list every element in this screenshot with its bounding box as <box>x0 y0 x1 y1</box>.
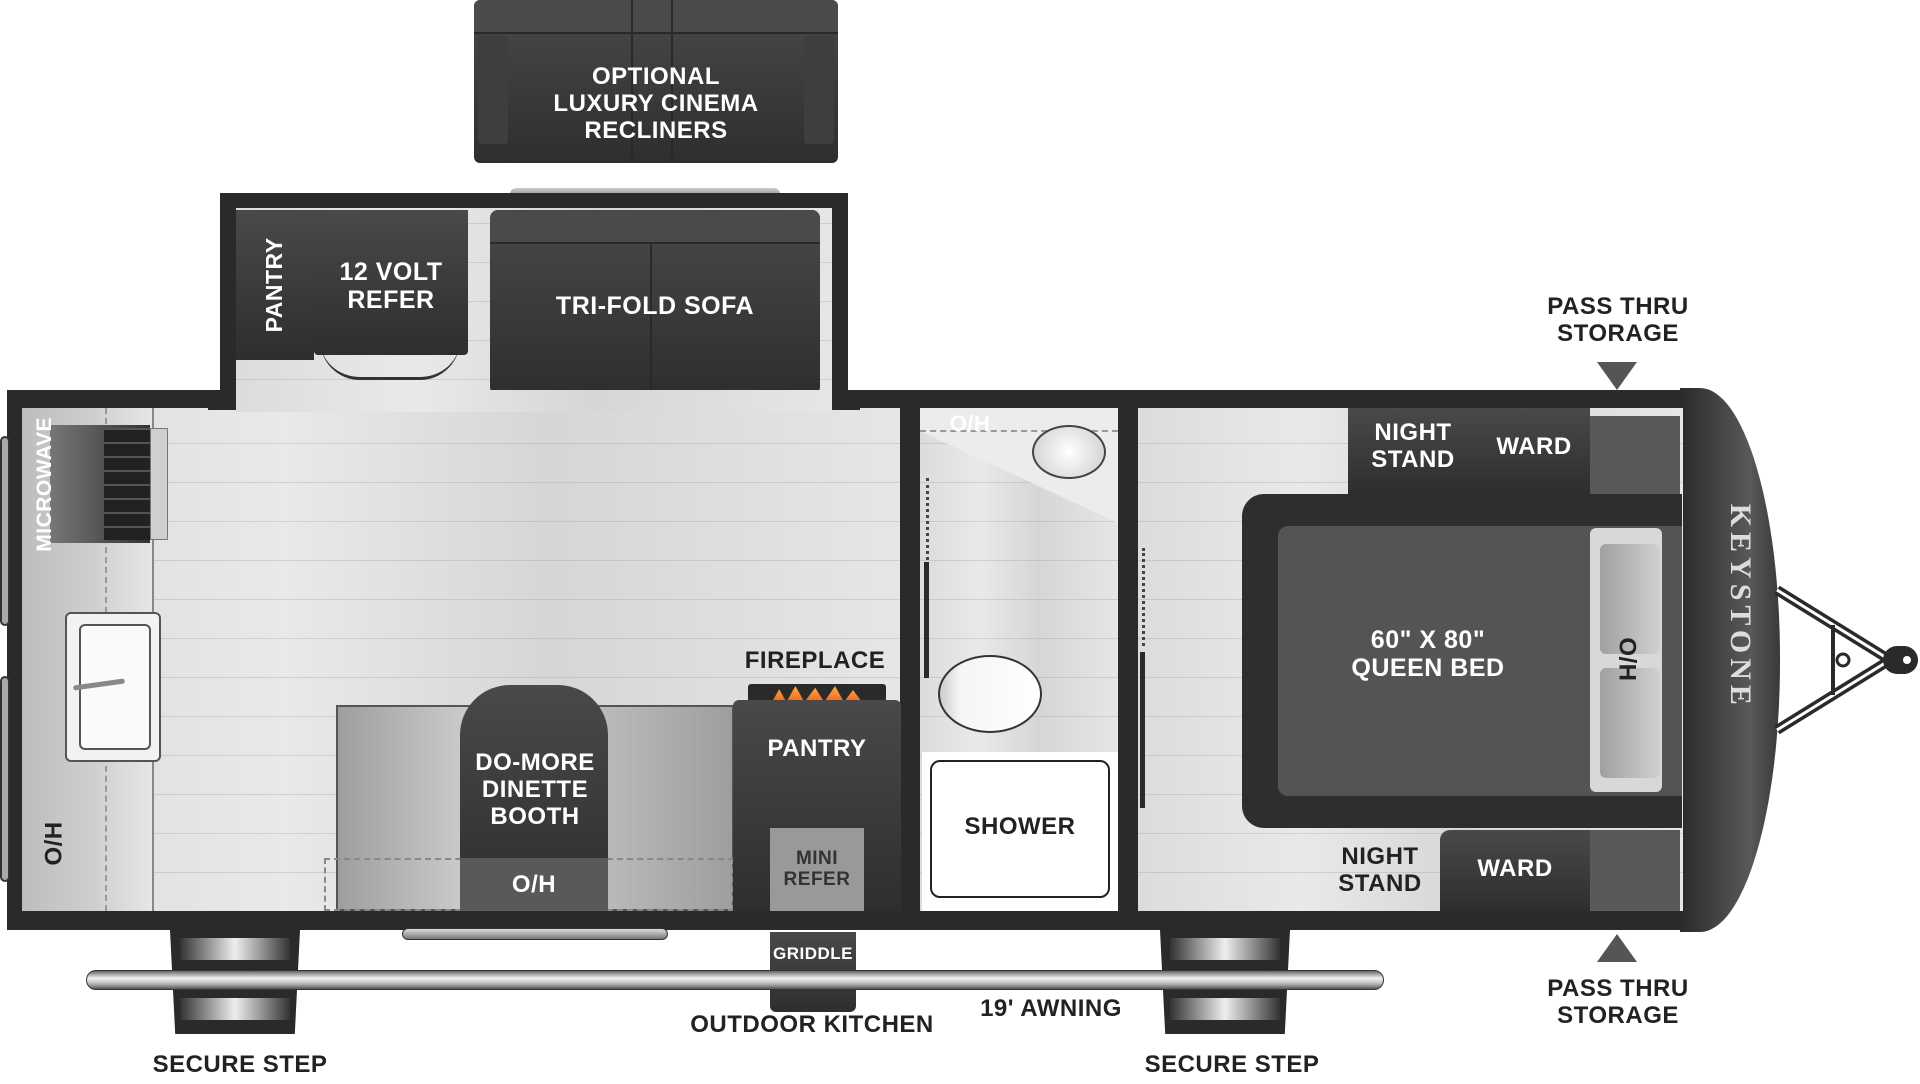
awning-roller <box>86 970 1384 990</box>
main-pantry: PANTRY MINI REFER <box>733 700 901 911</box>
microwave-label: MICROWAVE <box>33 416 57 552</box>
fireplace-label: FIREPLACE <box>744 647 886 674</box>
night-stand-bottom-label-1: NIGHT <box>1341 843 1419 870</box>
arrow-down-icon <box>1597 362 1637 390</box>
bed-oh-label: O/H <box>1613 637 1641 682</box>
secure-step-left-label: SECURE STEP <box>152 1051 328 1078</box>
dinette-label-1: DO-MORE <box>475 749 595 776</box>
bath-oh-label: O/H <box>949 411 991 436</box>
mini-refer: MINI REFER <box>770 828 864 911</box>
ward-bottom-label: WARD <box>1477 855 1553 882</box>
refer-12-volt: 12 VOLT REFER <box>314 210 468 355</box>
entry-door-rail <box>402 928 668 940</box>
sofa-label: TRI-FOLD SOFA <box>555 292 755 320</box>
kitchen-sink <box>65 612 161 762</box>
kitchen-oh-label: O/H <box>40 821 68 866</box>
bath-wall-left-upper <box>902 408 920 478</box>
shower: SHOWER <box>922 752 1118 911</box>
recliners-label-2: LUXURY CINEMA <box>553 89 759 117</box>
night-stand-bottom-label-2: STAND <box>1338 869 1422 897</box>
pass-thru-bottom-label-1: PASS THRU <box>1547 975 1689 1002</box>
recliners-label-1: OPTIONAL <box>592 63 720 90</box>
mini-refer-label-1: MINI <box>795 848 839 869</box>
pass-thru-storage-top <box>1590 416 1680 494</box>
bath-wall-right-lower <box>1118 694 1136 911</box>
pass-thru-bottom-label-2: STORAGE <box>1557 1001 1679 1029</box>
tri-fold-sofa: TRI-FOLD SOFA <box>490 210 820 395</box>
refer-door-swing <box>320 340 460 380</box>
griddle-label: GRIDDLE <box>773 944 853 963</box>
awning-label: 19' AWNING <box>980 995 1122 1022</box>
bath-sink-icon <box>1032 425 1106 479</box>
shower-label: SHOWER <box>964 813 1076 840</box>
refer-12v-label-1: 12 VOLT <box>339 258 443 286</box>
night-stand-top-label-2: STAND <box>1371 445 1455 473</box>
bath-wall-right-upper <box>1118 408 1136 538</box>
bath-wall-left-lower <box>902 598 920 911</box>
dinette-label-3: BOOTH <box>490 802 580 830</box>
recliners-label-3: RECLINERS <box>584 116 728 144</box>
slide-pantry: PANTRY <box>236 210 314 360</box>
mini-refer-label-2: REFER <box>783 869 851 891</box>
dinette-oh-label: O/H <box>511 871 557 898</box>
bed-pillow-area <box>1590 528 1662 792</box>
pass-thru-top-label-2: STORAGE <box>1557 319 1679 347</box>
main-pantry-label: PANTRY <box>767 735 867 762</box>
brand-logo: KEYSTONE <box>1723 503 1757 710</box>
secure-step-right-label: SECURE STEP <box>1144 1051 1320 1078</box>
slide-pantry-label: PANTRY <box>261 237 288 333</box>
fireplace-flame-icon <box>748 684 886 702</box>
dinette-label-2: DINETTE <box>481 775 589 803</box>
toilet-icon <box>938 655 1042 733</box>
wardrobe-bottom: WARD <box>1440 830 1590 911</box>
wardrobe-top: WARD <box>1478 408 1590 494</box>
outdoor-kitchen-label: OUTDOOR KITCHEN <box>690 1011 934 1038</box>
queen-bed: 60" X 80" QUEEN BED O/H <box>1242 494 1682 828</box>
night-stand-top-label-1: NIGHT <box>1374 419 1452 446</box>
night-stand-top: NIGHT STAND <box>1348 408 1478 494</box>
bed-type-label: QUEEN BED <box>1351 654 1505 682</box>
optional-recliners: OPTIONAL LUXURY CINEMA RECLINERS <box>474 0 838 163</box>
stovetop-icon <box>104 428 150 540</box>
pass-thru-storage-bottom <box>1590 830 1680 911</box>
arrow-up-icon <box>1597 934 1637 962</box>
pass-thru-top-label-1: PASS THRU <box>1547 293 1689 320</box>
refer-12v-label-2: REFER <box>347 286 435 314</box>
hitch-icon <box>1775 585 1918 735</box>
bed-size-label: 60" X 80" <box>1370 626 1486 654</box>
ward-top-label: WARD <box>1496 433 1572 460</box>
slide-opening <box>236 390 832 412</box>
